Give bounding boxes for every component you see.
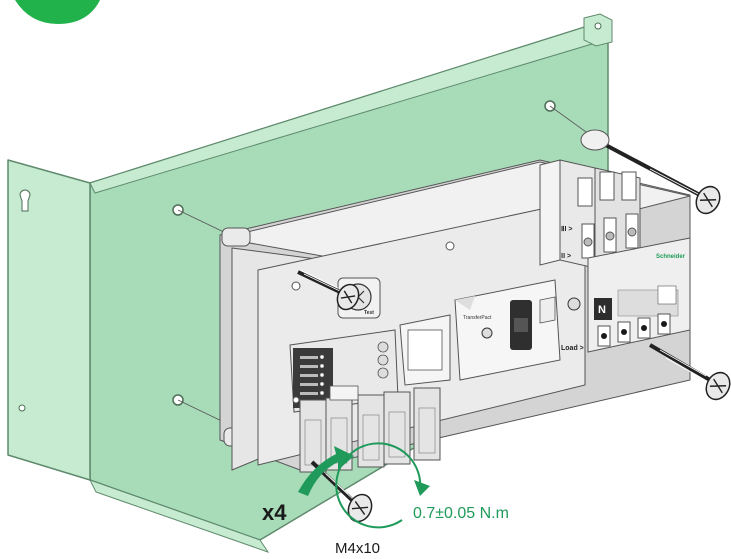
plate-bottom-flange: [88, 479, 270, 553]
screw-icon: [599, 140, 721, 215]
screw-icon: [297, 269, 360, 311]
load-label: Load >: [561, 345, 584, 352]
brand-label: Schneider: [656, 254, 686, 260]
keyhole-slot: [19, 189, 31, 212]
terminal-bi-label: ⅠI >: [561, 253, 572, 260]
neutral-label: N: [598, 304, 606, 316]
test-label: Test: [364, 310, 374, 316]
rotation-arrow-icon: [298, 446, 354, 496]
corner-badge: [15, 0, 100, 24]
screw-icon: [648, 343, 731, 401]
quantity-label: x4: [262, 500, 287, 525]
torque-label: 0.7±0.05 N.m: [413, 505, 509, 522]
terminal-bii-label: ⅡI >: [561, 226, 573, 233]
module-label: TransferPact: [463, 315, 492, 321]
plate-left-flange: [7, 159, 91, 481]
neutral-badge: [594, 298, 612, 320]
screw-size-label: M4x10: [335, 540, 381, 557]
transferpact-module: [454, 279, 561, 381]
plate-right-flange: [583, 13, 613, 47]
rotate-arrow-icon: [335, 442, 422, 529]
